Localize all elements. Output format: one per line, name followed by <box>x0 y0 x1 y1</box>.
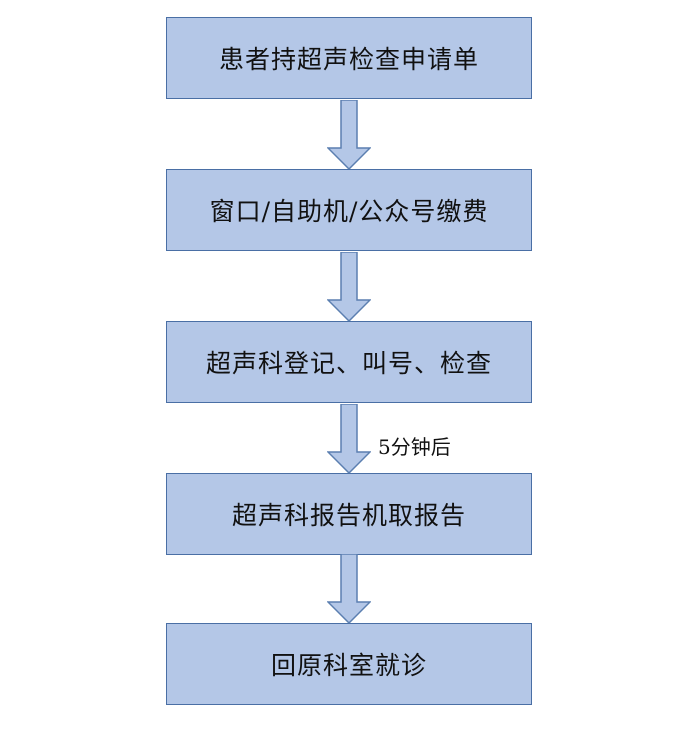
down-arrow-icon <box>327 100 371 170</box>
flow-step-label: 窗口/自助机/公众号缴费 <box>209 197 489 226</box>
flow-step-register-request: 患者持超声检查申请单 <box>166 17 532 99</box>
flow-step-label: 患者持超声检查申请单 <box>218 45 479 74</box>
connector-note-wait-time: 5分钟后 <box>378 435 451 459</box>
flow-step-return-department: 回原科室就诊 <box>166 623 532 705</box>
down-arrow-icon <box>327 404 371 474</box>
flow-step-label: 超声科登记、叫号、检查 <box>205 349 492 378</box>
down-arrow-icon <box>327 252 371 322</box>
flow-step-checkin-exam: 超声科登记、叫号、检查 <box>166 321 532 403</box>
flow-step-collect-report: 超声科报告机取报告 <box>166 473 532 555</box>
flow-step-label: 回原科室就诊 <box>270 651 427 680</box>
flow-step-payment: 窗口/自助机/公众号缴费 <box>166 169 532 251</box>
down-arrow-icon <box>327 554 371 624</box>
flow-step-label: 超声科报告机取报告 <box>231 501 466 530</box>
